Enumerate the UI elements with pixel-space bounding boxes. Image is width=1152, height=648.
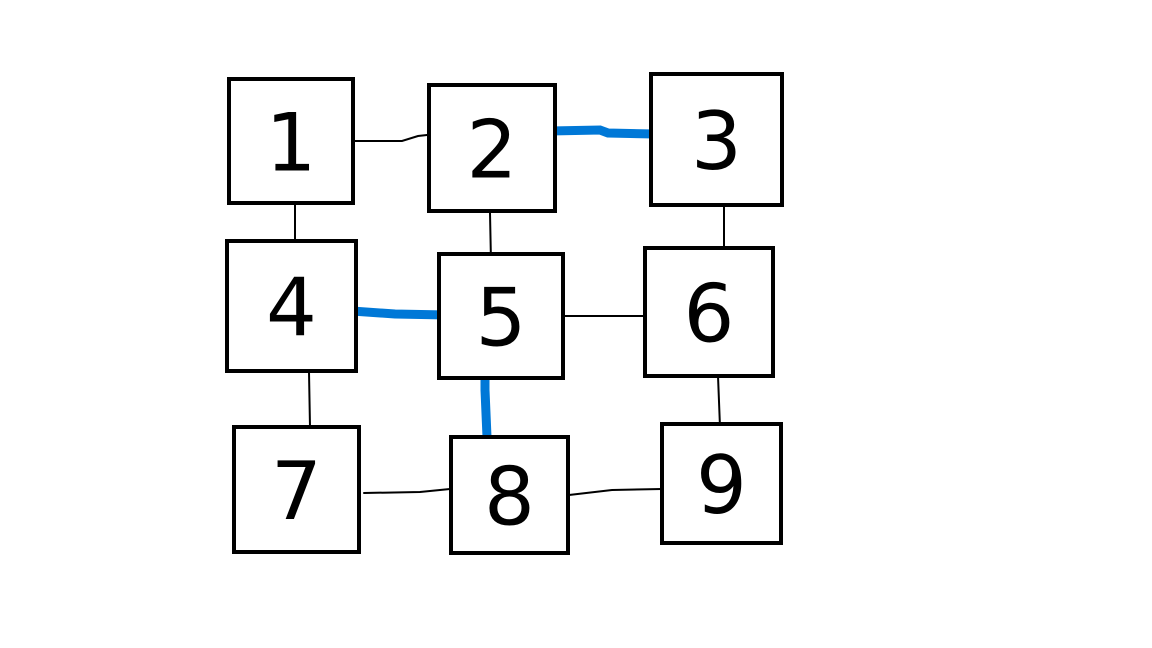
node-box-8 xyxy=(449,435,570,555)
node-box-9 xyxy=(660,422,783,545)
node-7: 7 xyxy=(232,425,361,554)
edge-7-8 xyxy=(363,488,451,494)
node-label-5: 5 xyxy=(476,272,527,365)
edge-4-5-highlighted xyxy=(347,306,452,320)
node-8: 8 xyxy=(449,435,570,555)
node-label-1: 1 xyxy=(266,97,317,190)
node-5: 5 xyxy=(437,252,565,380)
node-label-4: 4 xyxy=(266,262,317,355)
edges-layer xyxy=(294,125,725,496)
edge-4-7 xyxy=(308,371,311,428)
node-label-2: 2 xyxy=(467,104,518,197)
node-box-2 xyxy=(427,83,557,213)
node-2: 2 xyxy=(427,83,557,213)
node-label-3: 3 xyxy=(691,95,742,188)
node-box-1 xyxy=(227,77,355,205)
node-box-3 xyxy=(649,72,784,207)
node-label-8: 8 xyxy=(484,451,535,544)
node-box-7 xyxy=(232,425,361,554)
edge-6-9 xyxy=(717,375,721,428)
node-3: 3 xyxy=(649,72,784,207)
node-label-7: 7 xyxy=(271,445,322,538)
edge-1-2 xyxy=(348,133,437,142)
node-label-9: 9 xyxy=(696,439,747,532)
node-4: 4 xyxy=(225,239,358,373)
node-box-5 xyxy=(437,252,565,380)
edge-2-3-highlighted xyxy=(545,125,660,139)
node-9: 9 xyxy=(660,422,783,545)
node-1: 1 xyxy=(227,77,355,205)
node-box-6 xyxy=(643,246,775,378)
node-box-4 xyxy=(225,239,358,373)
edge-8-9 xyxy=(568,488,663,496)
node-6: 6 xyxy=(643,246,775,378)
nodes-layer: 1 2 3 4 5 6 7 8 9 xyxy=(225,72,784,555)
node-label-6: 6 xyxy=(684,268,735,361)
edge-5-8-highlighted xyxy=(480,374,492,442)
